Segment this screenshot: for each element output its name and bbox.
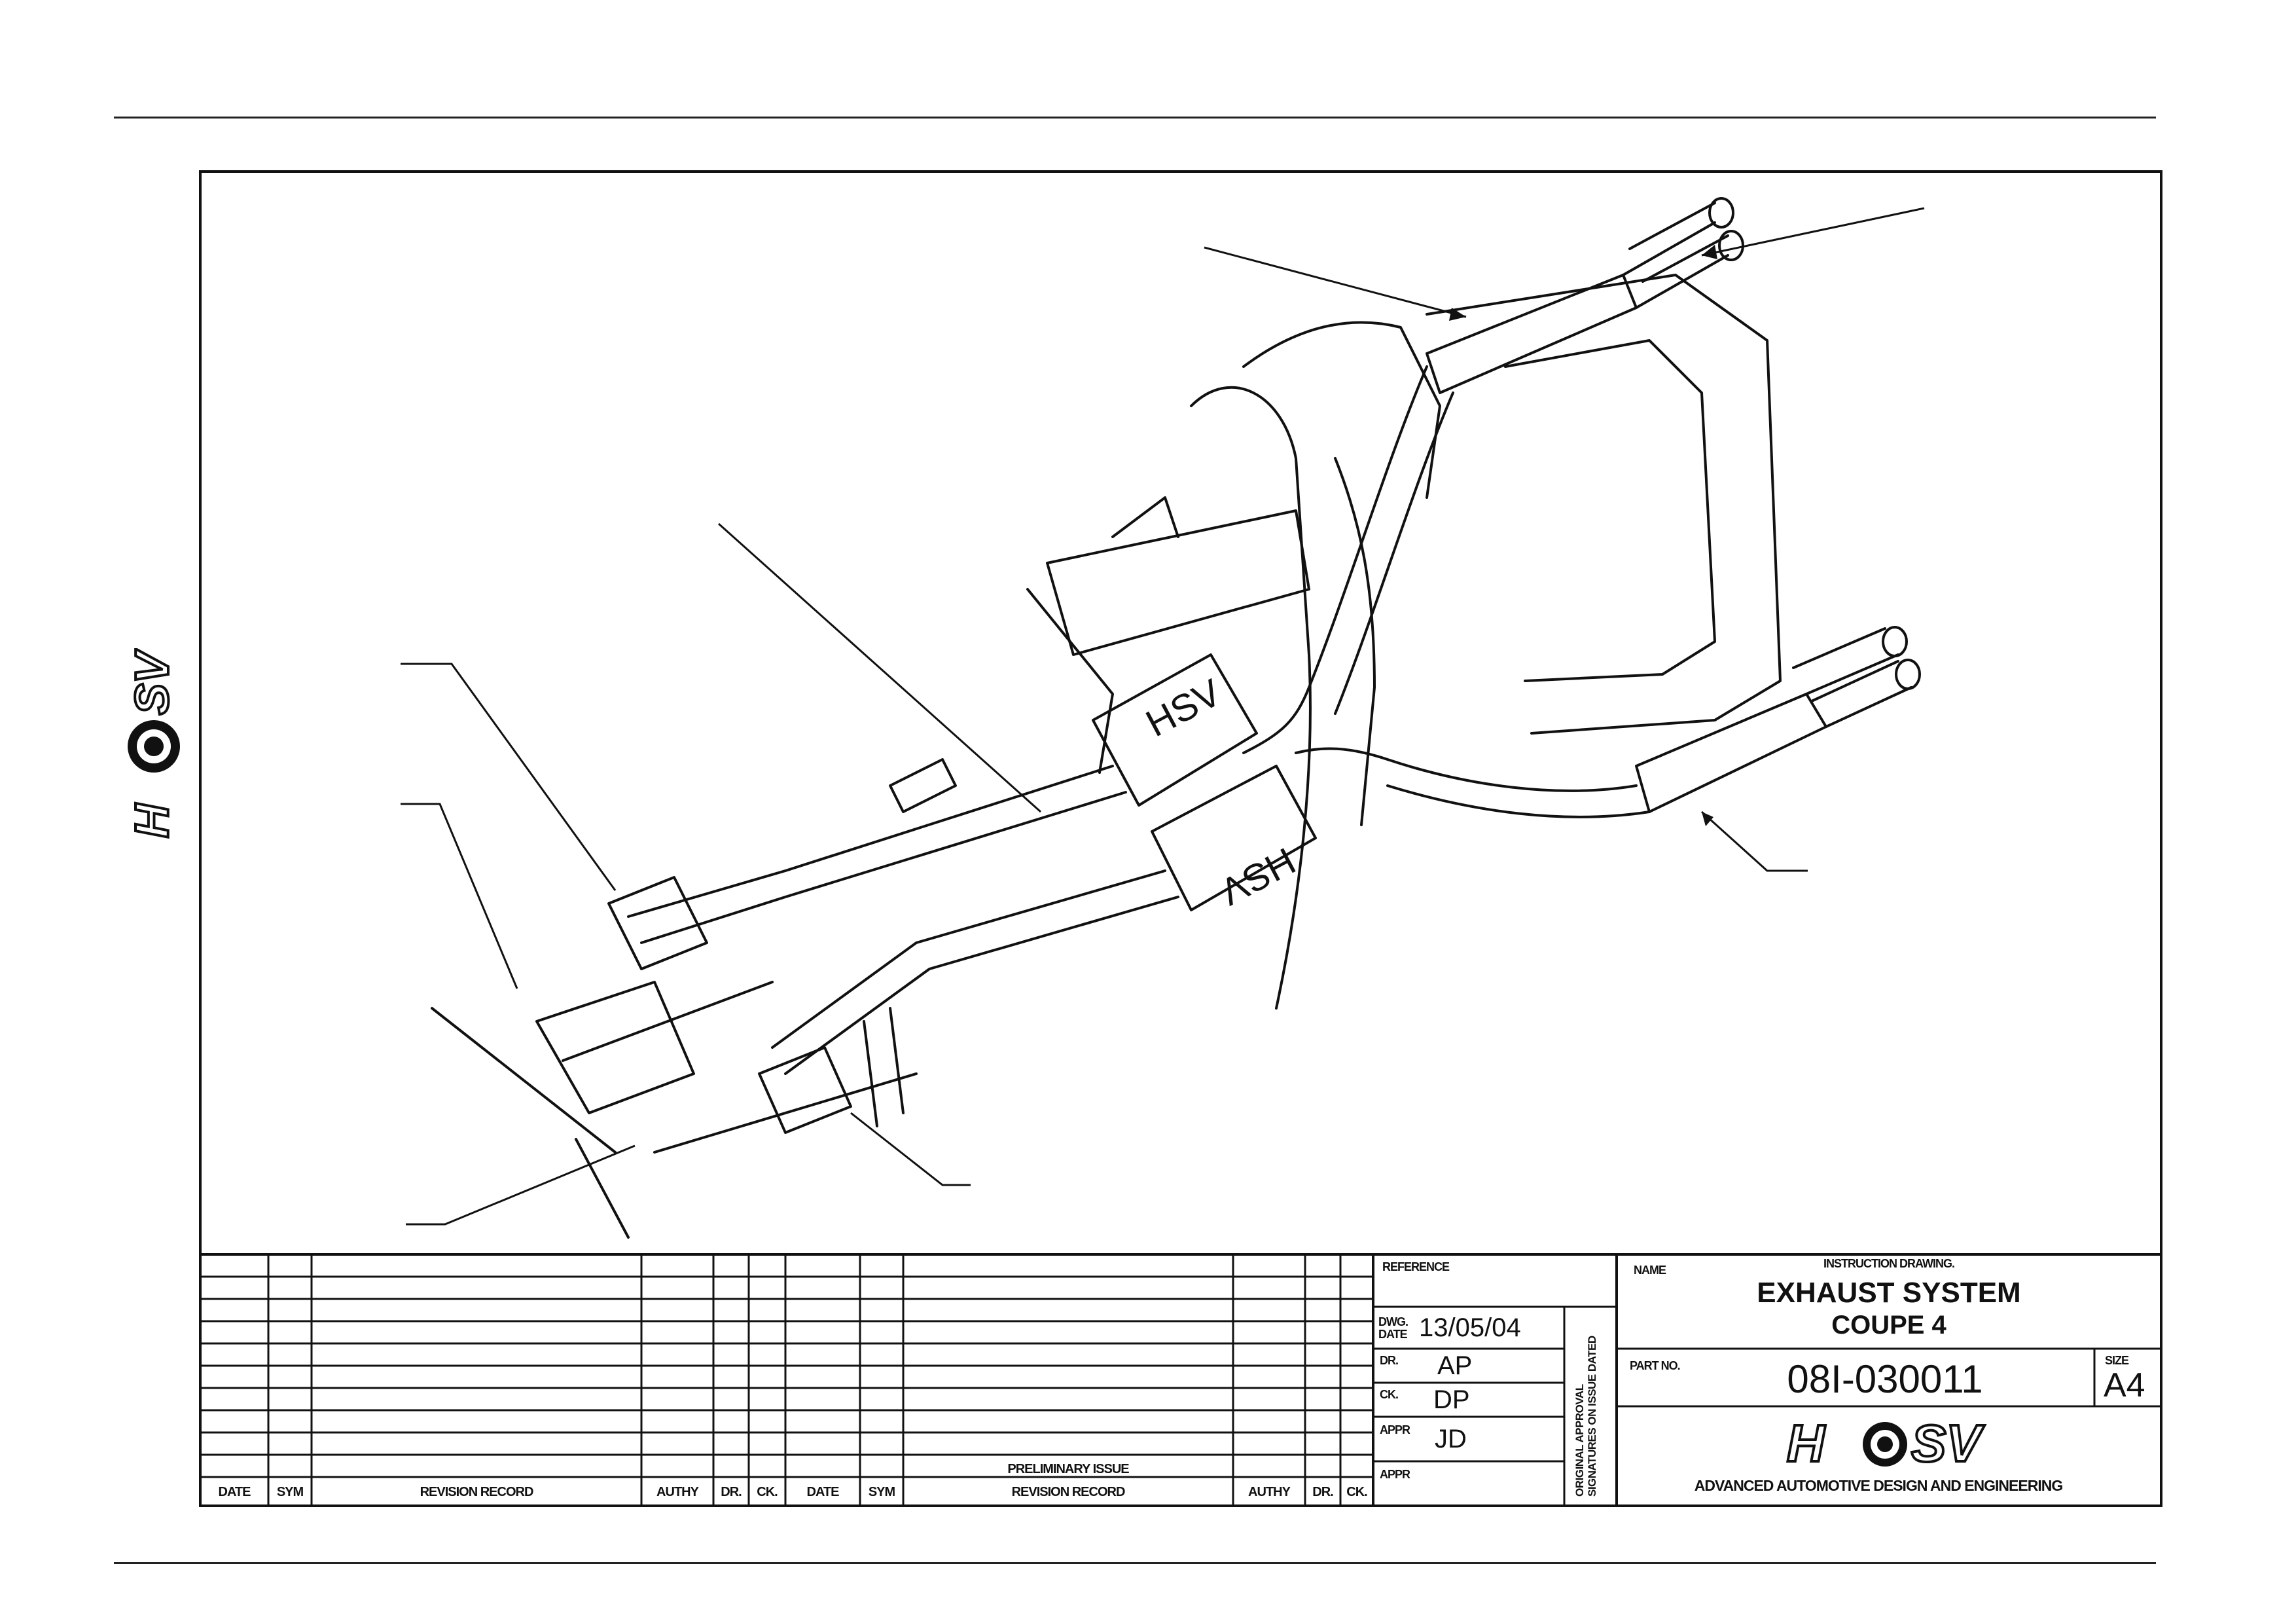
title-block-grid: [200, 1253, 2161, 1506]
over-axle-pipe-2: [1334, 392, 1454, 715]
mount-link: [575, 1138, 630, 1239]
dr-value: AP: [1437, 1351, 1473, 1380]
rev-header-dr-2: DR.: [1312, 1485, 1333, 1499]
rev-header-record: REVISION RECORD: [420, 1485, 534, 1499]
driveline: [431, 1007, 617, 1154]
transmission-housing: [535, 981, 695, 1114]
rev-header-date-2: DATE: [806, 1485, 840, 1499]
tank-edge: [1026, 588, 1114, 774]
dr-label: DR.: [1380, 1354, 1399, 1367]
title-line-2: COUPE 4: [1831, 1311, 1946, 1340]
over-axle-pipe-4: [1386, 784, 1651, 818]
front-pipe-upper: [627, 765, 1114, 918]
svg-text:SV: SV: [126, 648, 179, 715]
over-axle-pipe-1: [1242, 365, 1428, 754]
rev-header-date: DATE: [218, 1485, 251, 1499]
exhaust-illustration: [431, 197, 1921, 1239]
upper-rear-muffler: [1426, 274, 1638, 394]
rev-header-sym-2: SYM: [868, 1485, 895, 1499]
part-no-value: 08I-030011: [1787, 1357, 1983, 1401]
upper-tailpipe-1: [1622, 221, 1729, 309]
name-label: NAME: [1634, 1264, 1666, 1277]
fuel-tank-strap: [1046, 509, 1310, 656]
ck-value: DP: [1433, 1385, 1470, 1414]
rev-header-authy: AUTHY: [656, 1485, 699, 1499]
rev-header-ck: CK.: [757, 1485, 778, 1499]
drawing-type: INSTRUCTION DRAWING.: [1823, 1257, 1955, 1270]
lower-tailpipe-1: [1805, 653, 1912, 728]
company-tagline: ADVANCED AUTOMOTIVE DESIGN AND ENGINEERI…: [1694, 1477, 2063, 1494]
title-line-1: EXHAUST SYSTEM: [1757, 1277, 2021, 1309]
rev-header-dr: DR.: [721, 1485, 742, 1499]
rear-subframe: [1426, 274, 1782, 735]
svg-text:H: H: [126, 803, 179, 838]
leader-lines: [401, 207, 1925, 1226]
reference-label: REFERENCE: [1382, 1260, 1450, 1273]
part-no-label: PART NO.: [1630, 1359, 1681, 1372]
crossmember-1: [562, 981, 774, 1062]
rear-subframe-inner: [1504, 339, 1716, 682]
rev-header-sym: SYM: [276, 1485, 304, 1499]
suspension-arm: [1242, 321, 1441, 499]
dwg-date-value: 13/05/04: [1419, 1313, 1521, 1342]
lower-centre-muffler: [1151, 765, 1317, 911]
appr-value: JD: [1435, 1425, 1467, 1453]
over-axle-pipe-3: [1295, 747, 1638, 792]
leader-arrowheads: [1449, 245, 1717, 826]
size-label: SIZE: [2105, 1354, 2129, 1367]
body-outline-2: [1334, 457, 1376, 826]
rev-header-ck-2: CK.: [1346, 1485, 1367, 1499]
dwg-date-label: DWG. DATE: [1378, 1315, 1408, 1341]
side-hsv-logo: H SV: [125, 648, 180, 839]
tank-bracket: [1111, 496, 1179, 538]
drawing-frame: [199, 170, 2162, 1507]
front-pipe-upper-2: [640, 791, 1127, 944]
front-pipe-lower-2: [784, 896, 1179, 1075]
appr-label: APPR: [1380, 1423, 1410, 1436]
downpipe: [863, 1007, 905, 1127]
rev-header-record-2: REVISION RECORD: [1011, 1485, 1126, 1499]
lower-catalytic-converter: [758, 1046, 852, 1134]
upper-centre-muffler: [1092, 653, 1258, 807]
front-pipe-lower: [771, 869, 1166, 1049]
upper-catalytic-converter: [607, 876, 708, 970]
heat-shield-tab: [889, 758, 957, 813]
svg-text:SV: SV: [1911, 1414, 1984, 1472]
size-value: A4: [2104, 1366, 2145, 1404]
rev-header-authy-2: AUTHY: [1248, 1485, 1291, 1499]
crossmember-2: [653, 1072, 918, 1154]
lower-tailpipe-2: [1792, 627, 1899, 702]
bottom-rule: [114, 1562, 2156, 1564]
appr2-label: APPR: [1380, 1468, 1410, 1481]
upper-tailpipe-2: [1628, 202, 1729, 283]
top-rule: [114, 117, 2156, 119]
preliminary-issue: PRELIMINARY ISSUE: [1007, 1462, 1129, 1476]
svg-text:H: H: [1787, 1414, 1826, 1472]
title-hsv-logo: H SV: [1785, 1413, 1986, 1474]
ck-label: CK.: [1380, 1388, 1399, 1401]
original-approval-note: ORIGINAL APPROVAL SIGNATURES ON ISSUE DA…: [1573, 1336, 1598, 1497]
